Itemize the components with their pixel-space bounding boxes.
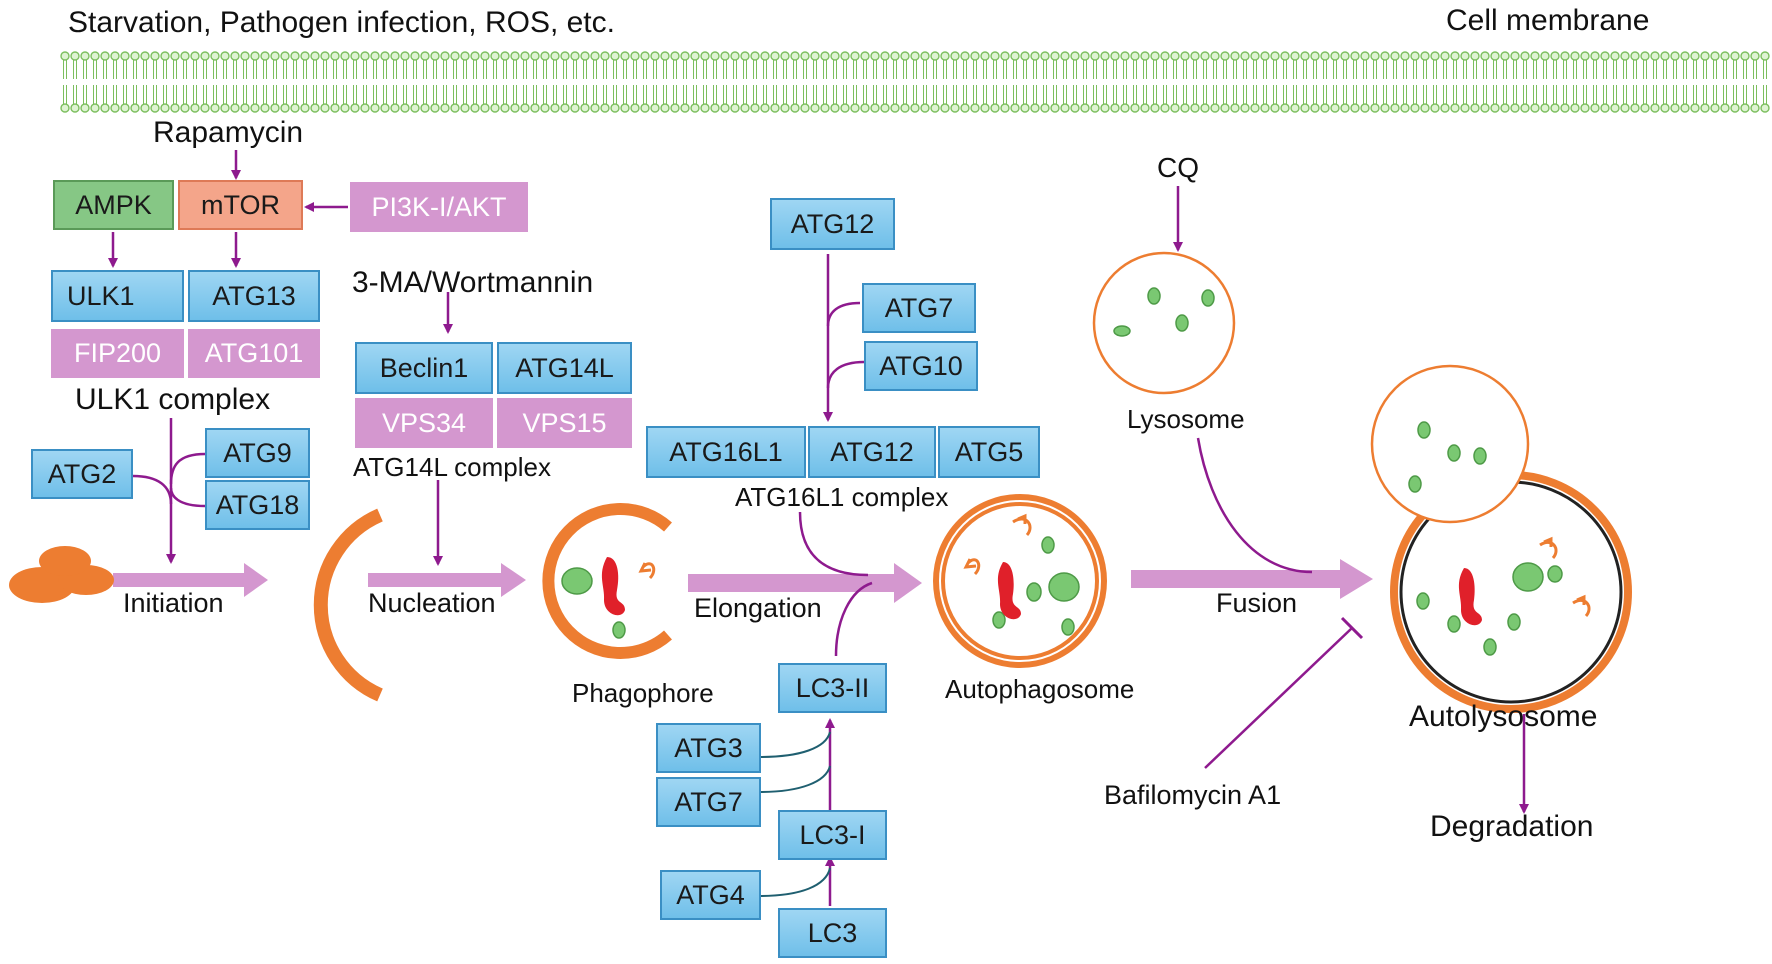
- autophagosome-label: Autophagosome: [945, 674, 1135, 704]
- lysosome-label: Lysosome: [1127, 404, 1245, 434]
- nucleation-label: Nucleation: [368, 588, 496, 618]
- autolysosome-label: Autolysosome: [1409, 700, 1598, 733]
- ampk-box: AMPK: [53, 180, 174, 230]
- nucleation-arrow: [368, 563, 526, 597]
- autolysosome-graphic: [1370, 364, 1632, 713]
- atg12-box: ATG12: [808, 426, 936, 478]
- atg14l-complex-label: ATG14L complex: [353, 452, 551, 482]
- initiation-cells: [9, 546, 114, 603]
- initiation-label: Initiation: [123, 588, 224, 618]
- atg12-top-box: ATG12: [770, 198, 895, 250]
- atg13-box: ATG13: [188, 270, 320, 322]
- initiation-arrow: [113, 563, 268, 597]
- atg16l1-box: ATG16L1: [646, 426, 806, 478]
- autophagosome-graphic: [933, 494, 1107, 668]
- regulation-arrows: [108, 150, 1529, 906]
- atg3-box: ATG3: [656, 723, 761, 773]
- atg2-box: ATG2: [31, 449, 133, 499]
- degradation-label: Degradation: [1430, 810, 1594, 843]
- atg101-box: ATG101: [188, 329, 320, 378]
- lc3-i-box: LC3-I: [778, 810, 887, 860]
- rapamycin-label: Rapamycin: [153, 116, 304, 149]
- cell-membrane: [60, 51, 1770, 113]
- isolation-membrane: [313, 508, 383, 702]
- stimuli-label: Starvation, Pathogen infection, ROS, etc…: [68, 6, 615, 39]
- lc3-box: LC3: [778, 908, 887, 958]
- cell-membrane-label: Cell membrane: [1446, 4, 1650, 37]
- fusion-label: Fusion: [1216, 588, 1298, 618]
- atg9-box: ATG9: [205, 428, 310, 478]
- atg7-box-upper: ATG7: [862, 283, 976, 333]
- atg4-box: ATG4: [660, 870, 761, 920]
- atg10-box: ATG10: [864, 341, 978, 391]
- pi3k-akt-box: PI3K-I/AKT: [350, 182, 528, 232]
- fip200-box: FIP200: [51, 329, 184, 378]
- atg16l1-complex-label: ATG16L1 complex: [735, 482, 949, 512]
- atg7-box-lower: ATG7: [656, 777, 761, 827]
- lc3-ii-box: LC3-II: [778, 663, 887, 713]
- phagophore-graphic: [542, 503, 672, 659]
- elongation-arrow: [688, 563, 922, 603]
- fusion-arrow: [1131, 559, 1373, 599]
- cq-label: CQ: [1157, 152, 1199, 183]
- mtor-box: mTOR: [178, 180, 303, 230]
- atg5-box: ATG5: [938, 426, 1040, 478]
- stage-arrows: [113, 559, 1373, 603]
- ma-wortmannin-label: 3-MA/Wortmannin: [352, 266, 594, 299]
- elongation-label: Elongation: [694, 593, 822, 623]
- atg18-box: ATG18: [205, 480, 310, 530]
- ulk1-complex-label: ULK1 complex: [75, 383, 271, 416]
- bafilomycin-label: Bafilomycin A1: [1104, 780, 1282, 810]
- lysosome-graphic: [1092, 251, 1236, 395]
- beclin1-box: Beclin1: [355, 342, 493, 394]
- conjugation-curves: [759, 731, 831, 897]
- ulk1-box: ULK1: [51, 270, 184, 322]
- vps34-box: VPS34: [355, 398, 493, 448]
- atg14l-box: ATG14L: [497, 342, 632, 394]
- vps15-box: VPS15: [497, 398, 632, 448]
- phagophore-label: Phagophore: [572, 678, 714, 708]
